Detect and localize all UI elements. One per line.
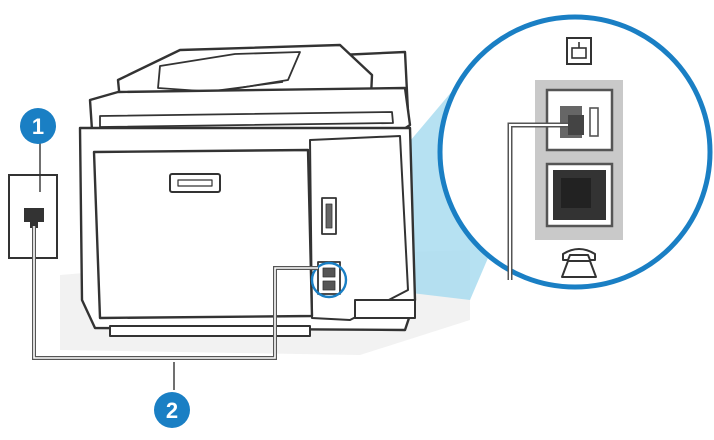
printer-port-highlight xyxy=(310,261,348,299)
printer xyxy=(78,43,417,337)
callout-2-label: 2 xyxy=(166,398,178,423)
port-zoom-inset xyxy=(437,14,713,290)
callout-1-label: 1 xyxy=(32,114,44,139)
telephone-icon xyxy=(561,248,597,278)
callout-1: 1 xyxy=(20,108,56,144)
callout-2: 2 xyxy=(154,392,190,428)
line-port-icon xyxy=(566,37,592,65)
phone-port xyxy=(545,162,614,228)
